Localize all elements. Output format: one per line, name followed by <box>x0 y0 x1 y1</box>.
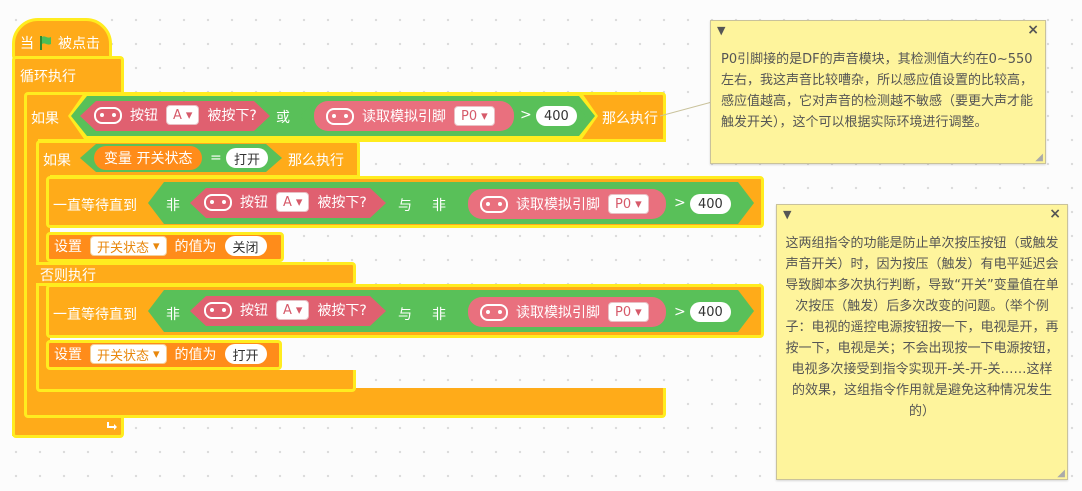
close-icon[interactable]: × <box>1049 206 1061 222</box>
comment-note-2[interactable]: ▼ × 这两组指令的功能是防止单次按压按钮（或触发声音开关）时，因为按压（触发）… <box>776 204 1068 480</box>
forever-block[interactable] <box>12 56 124 96</box>
then-label: 那么执行 <box>602 111 658 127</box>
comment-header[interactable]: ▼ × <box>711 21 1045 43</box>
threshold-input[interactable]: 400 <box>690 194 731 214</box>
collapse-arrow-icon[interactable]: ▼ <box>783 208 792 221</box>
or-label: 或 <box>276 110 290 126</box>
button-pressed-row-2: 按钮 A▾ 被按下? <box>204 192 367 212</box>
variable-label: 变量 开关状态 <box>104 151 193 167</box>
comment-note-1[interactable]: ▼ × P0引脚接的是DF的声音模块，其检测值大约在0~550左右，我这声音比较… <box>710 20 1046 164</box>
caret-down-icon: ▾ <box>481 108 488 124</box>
button-pressed-row-1: 按钮 A▾ 被按下? <box>94 105 257 125</box>
green-flag-icon <box>40 36 51 50</box>
set-label: 设置 <box>54 239 82 255</box>
not-label: 非 <box>432 307 446 323</box>
set-value-input[interactable]: 打开 <box>224 344 267 364</box>
variable-reporter[interactable]: 变量 开关状态 <box>94 146 203 170</box>
comment-header[interactable]: ▼ × <box>777 205 1067 227</box>
pin-select[interactable]: P0▾ <box>608 194 649 214</box>
not-label: 非 <box>166 307 180 323</box>
close-icon[interactable]: × <box>1027 22 1039 38</box>
value-label: 的值为 <box>174 347 217 363</box>
not-label: 非 <box>166 198 180 214</box>
if-else-foot <box>36 370 356 392</box>
analog-read-label: 读取模拟引脚 <box>516 305 600 321</box>
clicked-label: 被点击 <box>58 36 100 52</box>
microbit-icon <box>204 193 232 211</box>
microbit-icon <box>204 301 232 319</box>
variable-select[interactable]: 开关状态▾ <box>90 344 167 364</box>
analog-read-label: 读取模拟引脚 <box>516 197 600 213</box>
button-select[interactable]: A▾ <box>276 300 310 320</box>
pressed-label: 被按下? <box>317 303 367 319</box>
when-flag-clicked-row: 当 被点击 <box>20 33 100 53</box>
greater-than-label: > <box>674 304 686 320</box>
pin-select[interactable]: P0▾ <box>454 106 495 126</box>
equals-label: = <box>210 150 222 166</box>
resize-handle-icon[interactable]: ◢ <box>1035 152 1043 163</box>
greater-than-label: > <box>674 195 686 211</box>
button-pressed-row-3: 按钮 A▾ 被按下? <box>204 300 367 320</box>
value-label: 的值为 <box>174 239 217 255</box>
if-label: 如果 <box>31 111 59 127</box>
note-connector <box>660 101 713 117</box>
set-variable-row-1: 设置 开关状态▾ 的值为 关闭 <box>54 236 267 256</box>
caret-down-icon: ▾ <box>153 238 160 254</box>
set-value-input[interactable]: 关闭 <box>224 236 267 256</box>
microbit-icon <box>94 106 122 124</box>
greater-than-label: > <box>520 107 532 123</box>
pin-select[interactable]: P0▾ <box>608 302 649 322</box>
analog-read-sensor-2[interactable]: 读取模拟引脚 P0▾ <box>468 189 666 219</box>
button-label: 按钮 <box>130 108 158 124</box>
wait-until-label: 一直等待直到 <box>53 307 137 323</box>
when-label: 当 <box>20 36 34 52</box>
button-select[interactable]: A▾ <box>276 192 310 212</box>
if-or-arm <box>24 138 38 390</box>
button-label: 按钮 <box>240 303 268 319</box>
resize-handle-icon[interactable]: ◢ <box>1057 468 1065 479</box>
analog-read-label: 读取模拟引脚 <box>362 109 446 125</box>
else-label: 否则执行 <box>40 268 96 284</box>
collapse-arrow-icon[interactable]: ▼ <box>717 24 726 37</box>
pressed-label: 被按下? <box>317 195 367 211</box>
forever-label: 循环执行 <box>20 69 76 85</box>
wait-until-label: 一直等待直到 <box>53 198 137 214</box>
set-variable-row-2: 设置 开关状态▾ 的值为 打开 <box>54 344 267 364</box>
and-label: 与 <box>398 198 412 214</box>
caret-down-icon: ▾ <box>185 107 193 123</box>
button-label: 按钮 <box>240 195 268 211</box>
threshold-input[interactable]: 400 <box>690 302 731 322</box>
microbit-icon <box>326 107 354 125</box>
then-label: 那么执行 <box>288 153 344 169</box>
compare-value-input[interactable]: 打开 <box>226 148 269 168</box>
threshold-input[interactable]: 400 <box>536 106 577 126</box>
and-label: 与 <box>398 307 412 323</box>
caret-down-icon: ▾ <box>295 302 303 318</box>
set-label: 设置 <box>54 347 82 363</box>
microbit-icon <box>480 303 508 321</box>
analog-read-sensor-1[interactable]: 读取模拟引脚 P0▾ <box>314 101 514 131</box>
analog-read-sensor-3[interactable]: 读取模拟引脚 P0▾ <box>468 297 666 327</box>
caret-down-icon: ▾ <box>295 194 303 210</box>
loop-arrow-icon <box>107 422 117 430</box>
if-label: 如果 <box>43 153 71 169</box>
caret-down-icon: ▾ <box>153 346 160 362</box>
if-or-foot <box>24 388 666 418</box>
comment-text[interactable]: P0引脚接的是DF的声音模块，其检测值大约在0~550左右，我这声音比较嘈杂，所… <box>721 52 1034 130</box>
pressed-label: 被按下? <box>207 108 257 124</box>
variable-select[interactable]: 开关状态▾ <box>90 236 167 256</box>
caret-down-icon: ▾ <box>635 304 642 320</box>
forever-foot <box>12 414 124 438</box>
button-select[interactable]: A▾ <box>166 105 200 125</box>
caret-down-icon: ▾ <box>635 196 642 212</box>
not-label: 非 <box>432 198 446 214</box>
microbit-icon <box>480 195 508 213</box>
comment-text[interactable]: 这两组指令的功能是防止单次按压按钮（或触发声音开关）时，因为按压（触发）有电平延… <box>785 236 1059 419</box>
